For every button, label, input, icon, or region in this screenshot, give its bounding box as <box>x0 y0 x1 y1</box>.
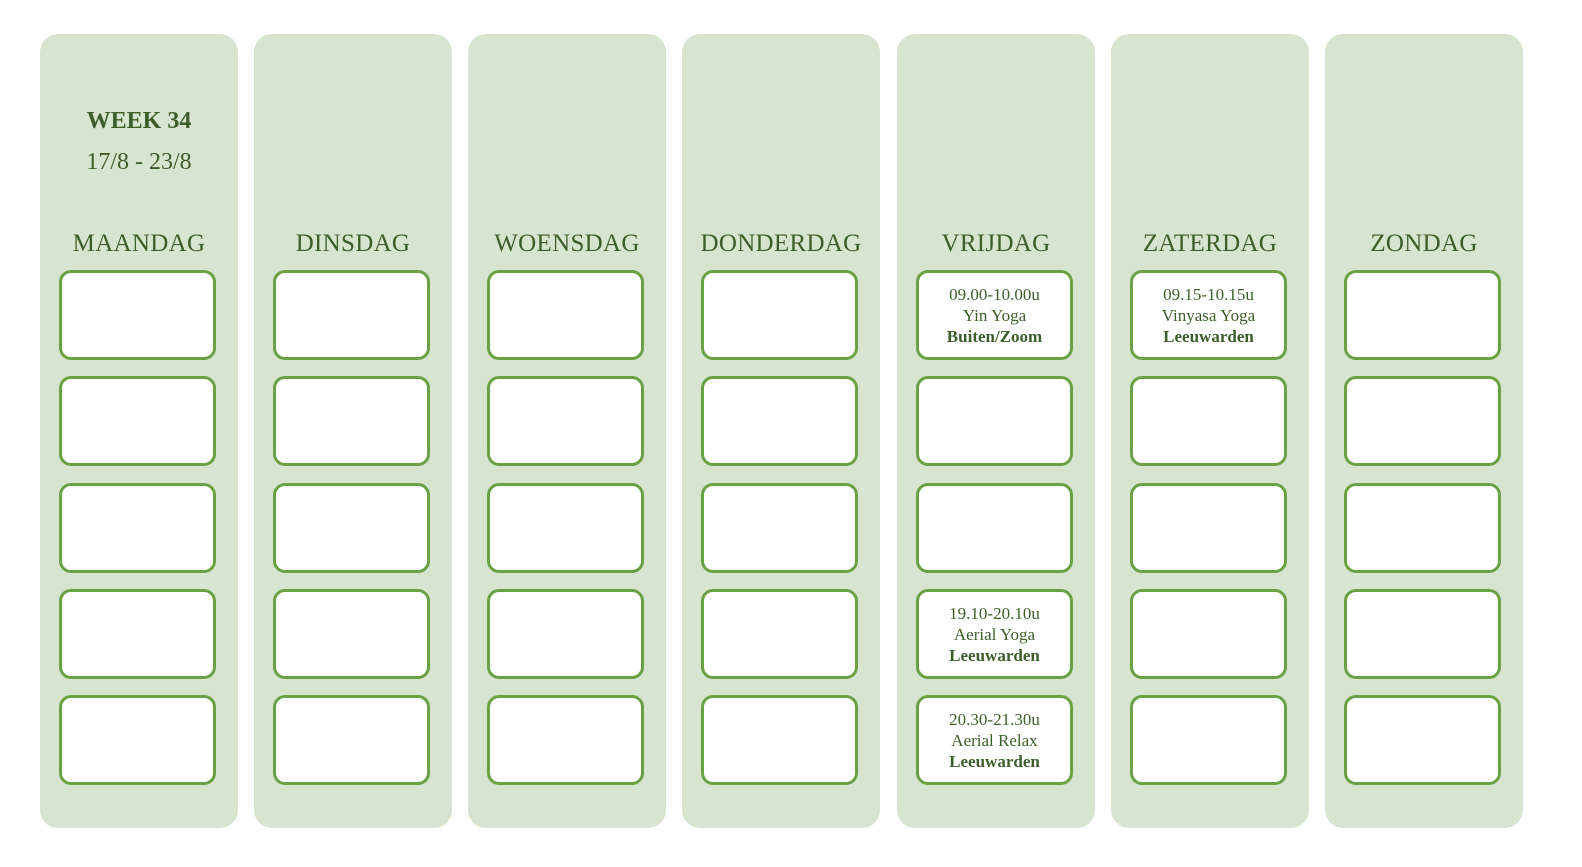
day-name: ZATERDAG <box>1142 230 1278 257</box>
day-column-woensdag: WOENSDAG <box>468 34 666 828</box>
class-slot[interactable] <box>273 695 430 785</box>
week-title: WEEK 34 <box>86 108 192 134</box>
day-column-zondag: ZONDAG <box>1325 34 1523 828</box>
day-column-zaterdag: ZATERDAG 09.15-10.15u Vinyasa Yoga Leeuw… <box>1111 34 1309 828</box>
slot-time: 20.30-21.30u <box>949 709 1040 729</box>
day-name: WOENSDAG <box>494 230 640 257</box>
class-slot[interactable] <box>487 376 644 466</box>
day-name: DINSDAG <box>295 230 411 257</box>
class-slot[interactable]: 09.15-10.15u Vinyasa Yoga Leeuwarden <box>1130 270 1287 360</box>
class-slot[interactable] <box>487 270 644 360</box>
class-slot[interactable] <box>916 376 1073 466</box>
day-name: ZONDAG <box>1370 230 1478 257</box>
class-slot[interactable] <box>1344 589 1501 679</box>
class-slot[interactable] <box>701 695 858 785</box>
class-slot[interactable] <box>701 483 858 573</box>
class-slot[interactable] <box>273 483 430 573</box>
slot-location: Buiten/Zoom <box>946 326 1043 346</box>
slot-time: 09.15-10.15u <box>1163 284 1254 304</box>
slot-class: Vinyasa Yoga <box>1161 305 1256 325</box>
class-slot[interactable] <box>1130 376 1287 466</box>
slot-location: Leeuwarden <box>949 751 1040 771</box>
class-slot[interactable] <box>487 695 644 785</box>
class-slot[interactable] <box>59 695 216 785</box>
class-slot[interactable] <box>1344 270 1501 360</box>
slot-class: Aerial Yoga <box>953 624 1036 644</box>
slot-time: 19.10-20.10u <box>949 603 1040 623</box>
class-slot[interactable] <box>1344 376 1501 466</box>
class-slot[interactable] <box>1130 589 1287 679</box>
class-slot[interactable] <box>487 483 644 573</box>
slot-time: 09.00-10.00u <box>949 284 1040 304</box>
class-slot[interactable] <box>701 270 858 360</box>
day-name: MAANDAG <box>72 230 206 257</box>
class-slot[interactable] <box>487 589 644 679</box>
week-date-range: 17/8 - 23/8 <box>86 149 192 175</box>
class-slot[interactable] <box>701 589 858 679</box>
slot-class: Yin Yoga <box>962 305 1027 325</box>
class-slot[interactable]: 09.00-10.00u Yin Yoga Buiten/Zoom <box>916 270 1073 360</box>
class-slot[interactable] <box>1130 483 1287 573</box>
day-name: VRIJDAG <box>941 230 1051 257</box>
class-slot[interactable] <box>1130 695 1287 785</box>
class-slot[interactable] <box>701 376 858 466</box>
class-slot[interactable] <box>59 589 216 679</box>
class-slot[interactable] <box>273 589 430 679</box>
class-slot[interactable] <box>59 270 216 360</box>
slot-location: Leeuwarden <box>949 645 1040 665</box>
day-name: DONDERDAG <box>700 230 862 257</box>
class-slot[interactable] <box>1344 695 1501 785</box>
class-slot[interactable]: 19.10-20.10u Aerial Yoga Leeuwarden <box>916 589 1073 679</box>
slot-location: Leeuwarden <box>1163 326 1254 346</box>
class-slot[interactable] <box>59 483 216 573</box>
class-slot[interactable] <box>273 376 430 466</box>
day-column-donderdag: DONDERDAG <box>682 34 880 828</box>
slot-class: Aerial Relax <box>951 730 1038 750</box>
day-column-maandag: WEEK 34 17/8 - 23/8 MAANDAG <box>40 34 238 828</box>
class-slot[interactable]: 20.30-21.30u Aerial Relax Leeuwarden <box>916 695 1073 785</box>
day-column-dinsdag: DINSDAG <box>254 34 452 828</box>
class-slot[interactable] <box>1344 483 1501 573</box>
class-slot[interactable] <box>916 483 1073 573</box>
day-column-vrijdag: VRIJDAG 09.00-10.00u Yin Yoga Buiten/Zoo… <box>897 34 1095 828</box>
class-slot[interactable] <box>273 270 430 360</box>
class-slot[interactable] <box>59 376 216 466</box>
